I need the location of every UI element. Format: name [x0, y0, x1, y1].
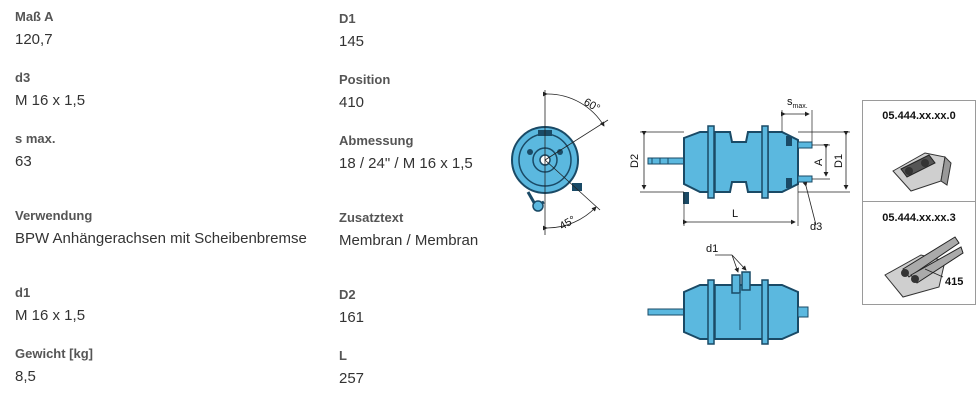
- spec-label: Zusatztext: [339, 210, 404, 225]
- spec-d1: d1 M 16 x 1,5: [15, 285, 335, 325]
- variant-item: 05.444.xx.xx.3 415: [863, 203, 975, 304]
- variant-item: 05.444.xx.xx.0: [863, 101, 975, 202]
- dim-d3-label: d3: [810, 221, 822, 233]
- variant-code: 05.444.xx.xx.3: [882, 212, 956, 224]
- spec-label: Verwendung: [15, 208, 93, 223]
- spec-value: 410: [339, 94, 365, 111]
- variant-callout: 415: [945, 276, 963, 288]
- spec-value: M 16 x 1,5: [15, 92, 86, 109]
- spec-zusatztext: Zusatztext Membran / Membran: [339, 210, 519, 250]
- spec-gewicht: Gewicht [kg] 8,5: [15, 346, 335, 386]
- spec-value: 145: [339, 33, 365, 50]
- spec-mass-a: Maß A 120,7: [15, 9, 335, 49]
- angle-bottom-label: 45°: [558, 214, 578, 233]
- spec-value: 63: [15, 153, 32, 170]
- spec-label: Position: [339, 72, 391, 87]
- spec-value: 120,7: [15, 31, 53, 48]
- dim-D1-label: D1: [833, 154, 845, 168]
- front-view: 60° 45°: [511, 90, 609, 235]
- dim-L-label: L: [732, 208, 738, 220]
- spec-value: BPW Anhängerachsen mit Scheibenbremse: [15, 230, 307, 247]
- spec-abmessung: Abmessung 18 / 24" / M 16 x 1,5: [339, 133, 519, 173]
- spec-label: L: [339, 348, 347, 363]
- spec-D2: D2 161: [339, 287, 519, 327]
- spec-label: Gewicht [kg]: [15, 346, 94, 361]
- spec-label: Maß A: [15, 9, 54, 24]
- spec-s-max: s max. 63: [15, 131, 335, 171]
- top-view: d1: [647, 243, 809, 345]
- variant-illustration: [892, 152, 952, 192]
- spec-label: d1: [15, 285, 31, 300]
- angle-top-label: 60°: [582, 96, 602, 115]
- variant-panel: 05.444.xx.xx.0 05.444.xx.xx.3 415: [862, 100, 976, 305]
- brake-chamber-drawing: 60° 45° D2 smax. A: [511, 90, 850, 345]
- spec-value: 18 / 24" / M 16 x 1,5: [339, 155, 473, 172]
- spec-value: 8,5: [15, 368, 36, 385]
- spec-L: L 257: [339, 348, 519, 388]
- spec-value: Membran / Membran: [339, 232, 479, 249]
- spec-value: 257: [339, 370, 365, 387]
- spec-d3: d3 M 16 x 1,5: [15, 70, 335, 110]
- dim-A-label: A: [813, 158, 825, 166]
- variant-code: 05.444.xx.xx.0: [882, 110, 956, 122]
- spec-verwendung: Verwendung BPW Anhängerachsen mit Scheib…: [15, 208, 335, 248]
- spec-label: s max.: [15, 131, 56, 146]
- spec-D1: D1 145: [339, 11, 519, 51]
- spec-position: Position 410: [339, 72, 519, 112]
- dim-d1-label: d1: [706, 243, 718, 255]
- spec-value: M 16 x 1,5: [15, 307, 86, 324]
- spec-label: Abmessung: [339, 133, 414, 148]
- side-view: D2 smax. A D1 L d3: [629, 96, 850, 233]
- dim-smax-label: smax.: [787, 96, 808, 110]
- dim-D2-label: D2: [629, 154, 641, 168]
- spec-label: d3: [15, 70, 31, 85]
- spec-label: D2: [339, 287, 356, 302]
- spec-label: D1: [339, 11, 356, 26]
- spec-value: 161: [339, 309, 365, 326]
- variant-illustration: 415: [884, 236, 964, 298]
